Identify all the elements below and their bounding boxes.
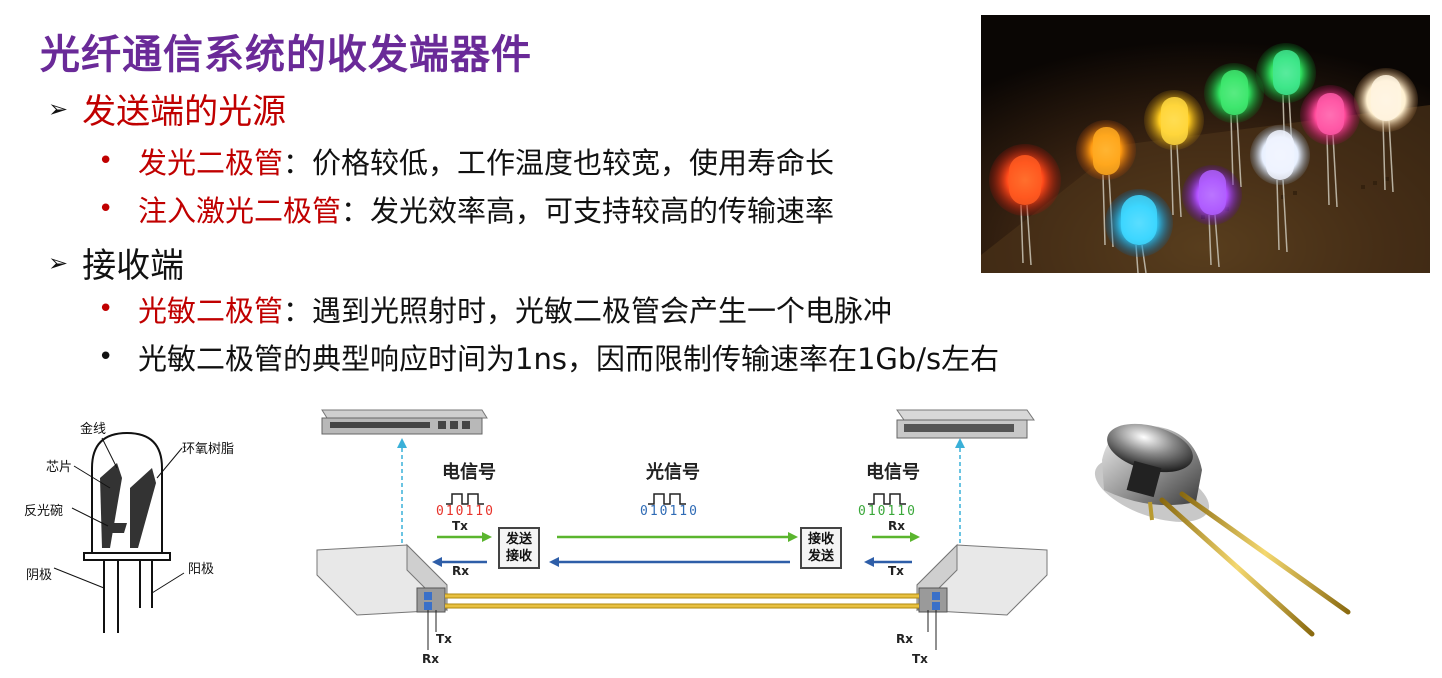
box-line: 接收 (506, 549, 533, 564)
transceiver-diagram: 电信号 光信号 电信号 010110 010110 010110 Tx Rx R… (312, 400, 1052, 672)
right-sfp-module-icon (916, 543, 1048, 616)
photodiode-photo (1090, 412, 1360, 640)
bullet-dot-icon: • (98, 294, 114, 324)
box-line: 发送 (808, 549, 835, 564)
arrow-bullet-icon: ➢ (48, 94, 69, 123)
right-switch-icon (896, 409, 1035, 439)
label-anode: 阳极 (188, 562, 215, 577)
right-receive-transmit-box: 接收 发送 (800, 527, 843, 569)
bullet-dot-icon: • (98, 146, 114, 176)
item-desc: ：价格较低，工作温度也较宽，使用寿命长 (283, 146, 835, 180)
label-reflector: 反光碗 (24, 504, 64, 519)
section-heading: 发送端的光源 (82, 92, 287, 132)
label-right-electric-signal: 电信号 (866, 462, 920, 483)
slide-title: 光纤通信系统的收发端器件 (40, 32, 532, 78)
label-tx-right: Tx (888, 564, 904, 578)
left-bits: 010110 (436, 504, 495, 519)
label-rx-left: Rx (452, 564, 469, 578)
section-transmitter: ➢ 发送端的光源 (48, 84, 286, 133)
label-rx-right: Rx (888, 519, 905, 533)
label-rx-right-port: Rx (896, 632, 913, 646)
list-item: • 光敏二极管的典型响应时间为1ns，因而限制传输速率在1Gb/s左右 (98, 336, 999, 378)
left-transmit-receive-box: 发送 接收 (498, 527, 541, 569)
bullet-dot-icon: • (98, 342, 114, 372)
label-gold-wire: 金线 (80, 422, 107, 437)
middle-bits: 010110 (640, 504, 699, 519)
label-left-electric-signal: 电信号 (442, 462, 496, 483)
label-chip: 芯片 (46, 460, 73, 475)
label-epoxy: 环氧树脂 (182, 442, 235, 457)
list-item: • 发光二极管：价格较低，工作温度也较宽，使用寿命长 (98, 140, 834, 182)
box-line: 发送 (506, 532, 533, 547)
arrow-bullet-icon: ➢ (48, 248, 69, 277)
led-photo (981, 15, 1430, 274)
label-cathode: 阴极 (26, 568, 53, 583)
label-rx-left-port: Rx (422, 652, 439, 666)
item-term: 发光二极管 (138, 146, 284, 180)
item-term: 注入激光二极管 (138, 194, 342, 228)
led-structure-diagram: 金线 芯片 环氧树脂 反光碗 阴极 阳极 (22, 408, 247, 648)
bullet-dot-icon: • (98, 194, 114, 224)
section-receiver: ➢ 接收端 (48, 238, 184, 287)
label-tx-left-port: Tx (436, 632, 452, 646)
item-term: 光敏二极管 (138, 294, 284, 328)
left-switch-icon (321, 409, 488, 435)
item-desc: ：发光效率高，可支持较高的传输速率 (341, 194, 835, 228)
item-desc: 光敏二极管的典型响应时间为1ns，因而限制传输速率在1Gb/s左右 (138, 342, 1000, 376)
label-tx-right-port: Tx (912, 652, 928, 666)
box-line: 接收 (808, 532, 835, 547)
right-bits: 010110 (858, 504, 917, 519)
left-sfp-module-icon (316, 543, 448, 616)
label-optical-signal: 光信号 (646, 462, 700, 483)
section-heading: 接收端 (82, 246, 185, 286)
list-item: • 注入激光二极管：发光效率高，可支持较高的传输速率 (98, 188, 834, 230)
list-item: • 光敏二极管：遇到光照射时，光敏二极管会产生一个电脉冲 (98, 288, 892, 330)
item-desc: ：遇到光照射时，光敏二极管会产生一个电脉冲 (283, 294, 893, 328)
label-tx-left: Tx (452, 519, 468, 533)
